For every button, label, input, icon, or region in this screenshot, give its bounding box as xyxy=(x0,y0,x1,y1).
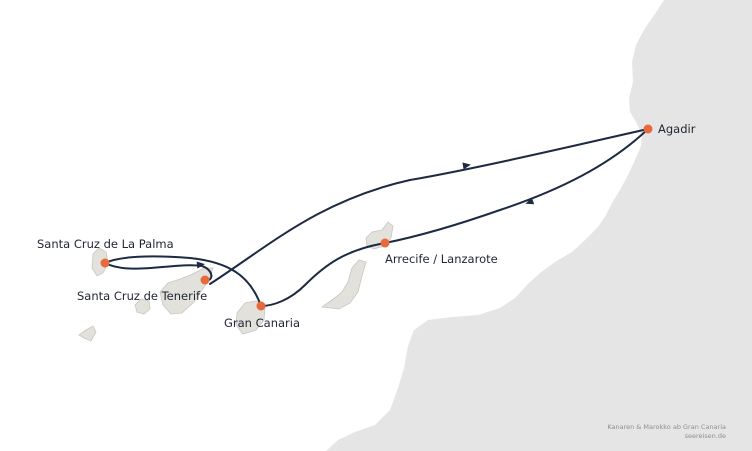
direction-arrow-icon xyxy=(462,162,471,170)
route-tenerife-to-agadir xyxy=(209,128,649,285)
island-fuerteventura xyxy=(320,259,367,310)
port-label-gran-canaria: Gran Canaria xyxy=(224,316,300,330)
island-gran-canaria xyxy=(235,300,266,335)
port-marker-tenerife[interactable] xyxy=(200,275,210,285)
direction-arrow-icon xyxy=(525,197,535,205)
port-label-agadir: Agadir xyxy=(658,122,696,136)
route-arrows xyxy=(196,162,535,269)
africa-landmass xyxy=(326,0,752,451)
port-markers xyxy=(100,124,653,311)
island-la-palma xyxy=(91,247,109,277)
port-label-lanzarote: Arrecife / Lanzarote xyxy=(385,252,498,266)
route-gran-canaria-to-la-palma xyxy=(104,255,262,307)
map-credit: Kanaren & Marokko ab Gran Canaria seerei… xyxy=(607,423,726,441)
route-lines xyxy=(104,128,649,307)
port-label-la-palma: Santa Cruz de La Palma xyxy=(37,237,174,251)
direction-arrow-icon xyxy=(196,261,205,269)
port-marker-gran-canaria[interactable] xyxy=(256,301,266,311)
route-agadir-to-lanzarote xyxy=(384,128,649,244)
port-marker-agadir[interactable] xyxy=(643,124,653,134)
credit-title: Kanaren & Marokko ab Gran Canaria xyxy=(607,423,726,431)
route-lanzarote-to-gran-canaria xyxy=(260,242,386,307)
island-la-gomera xyxy=(134,298,151,315)
port-marker-lanzarote[interactable] xyxy=(380,238,390,248)
island-el-hierro xyxy=(78,325,97,342)
port-label-tenerife: Santa Cruz de Tenerife xyxy=(77,289,207,303)
port-marker-la-palma[interactable] xyxy=(100,258,110,268)
credit-source: seereisen.de xyxy=(684,432,726,440)
